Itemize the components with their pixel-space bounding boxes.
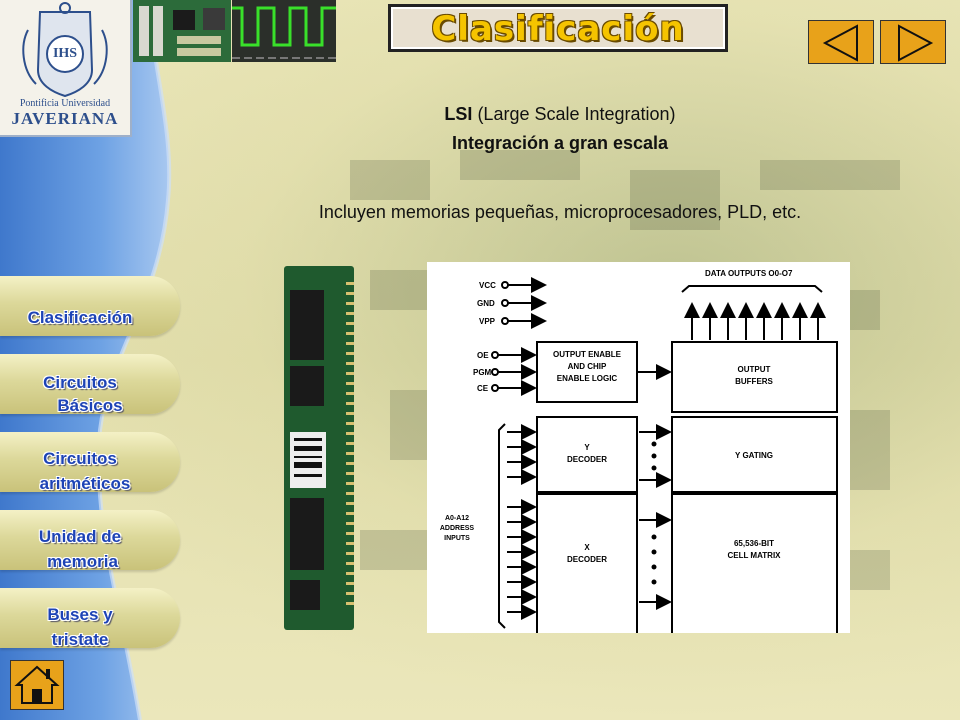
menu-label-line2: tristate	[51, 630, 109, 649]
logo-monogram: IHS	[52, 46, 78, 61]
memory-module-photo	[284, 266, 354, 630]
menu-label-line1: Unidad de	[38, 527, 122, 546]
menu-item-circuitos-basicos[interactable]: Circuitos Básicos	[0, 354, 180, 415]
title-box: Clasificación	[388, 4, 728, 52]
triangle-left-icon	[822, 24, 858, 62]
lsi-acronym: LSI	[444, 104, 473, 124]
lsi-spanish-heading: Integración a gran escala	[451, 133, 669, 153]
menu-label-line2: Básicos	[57, 396, 123, 415]
menu-pill-background	[0, 588, 180, 648]
house-icon	[14, 665, 60, 704]
menu-label-line1: Buses y	[47, 605, 113, 624]
output-enable-label-2: AND CHIP	[568, 362, 607, 371]
crest-icon	[22, 2, 108, 98]
cell-matrix-label-1: 65,536-BIT	[734, 539, 774, 548]
menu-item-clasificacion[interactable]: Clasificación	[0, 276, 180, 336]
vpp-label: VPP	[479, 317, 496, 326]
output-enable-label-1: OUTPUT ENABLE	[553, 350, 622, 359]
eprom-block-diagram: DATA OUTPUTS O0-O7 VCC GND VPP OE PGM CE…	[427, 262, 850, 633]
data-outputs-label: DATA OUTPUTS O0-O7	[705, 269, 793, 278]
menu-pill-background	[0, 354, 180, 414]
address-label-3: INPUTS	[444, 535, 470, 542]
oe-label: OE	[477, 351, 489, 360]
lsi-heading: LSI (Large Scale Integration)	[360, 104, 760, 125]
menu-item-circuitos-aritmeticos[interactable]: Circuitos aritméticos	[0, 432, 180, 493]
page-title: Clasificación	[431, 9, 685, 49]
menu-item-unidad-memoria[interactable]: Unidad de memoria	[0, 510, 180, 571]
triangle-right-icon	[898, 24, 934, 62]
lsi-expansion: (Large Scale Integration)	[472, 104, 676, 124]
y-gating-label: Y GATING	[735, 451, 773, 460]
menu-label-line2: memoria	[47, 552, 118, 571]
menu-item-buses-tristate[interactable]: Buses y tristate	[0, 588, 180, 649]
oscilloscope-square-wave	[232, 0, 336, 62]
address-label-1: A0-A12	[445, 515, 469, 522]
menu-pill-background	[0, 432, 180, 492]
address-label-2: ADDRESS	[440, 525, 475, 532]
output-enable-label-3: ENABLE LOGIC	[557, 374, 618, 383]
x-decoder-label-2: DECODER	[567, 555, 607, 564]
previous-button[interactable]	[808, 20, 874, 64]
logo-text-line1: Pontificia Universidad	[19, 98, 111, 109]
next-button[interactable]	[880, 20, 946, 64]
output-buffers-label-1: OUTPUT	[738, 365, 771, 374]
gnd-label: GND	[477, 299, 495, 308]
pgm-label: PGM	[473, 368, 492, 377]
university-logo: IHS Pontificia Universidad JAVERIANA	[0, 0, 132, 137]
y-decoder-label-2: DECODER	[567, 455, 607, 464]
x-decoder-label-1: X	[584, 543, 590, 552]
logo-text-line2: JAVERIANA	[11, 109, 119, 128]
vcc-label: VCC	[479, 281, 496, 290]
menu-label-line1: Circuitos	[43, 449, 117, 468]
menu-label-line2: aritméticos	[39, 474, 131, 493]
menu-label-line1: Circuitos	[43, 373, 117, 392]
output-buffers-label-2: BUFFERS	[735, 377, 773, 386]
cell-matrix-label-2: CELL MATRIX	[727, 551, 781, 560]
y-decoder-label-1: Y	[584, 443, 590, 452]
menu-pill-background	[0, 276, 180, 336]
motherboard-photo	[133, 0, 231, 62]
description-text: Incluyen memorias pequeñas, microprocesa…	[318, 202, 802, 222]
home-button[interactable]	[10, 660, 64, 710]
menu-pill-background	[0, 510, 180, 570]
ce-label: CE	[477, 384, 489, 393]
menu-label: Clasificación	[27, 308, 133, 327]
